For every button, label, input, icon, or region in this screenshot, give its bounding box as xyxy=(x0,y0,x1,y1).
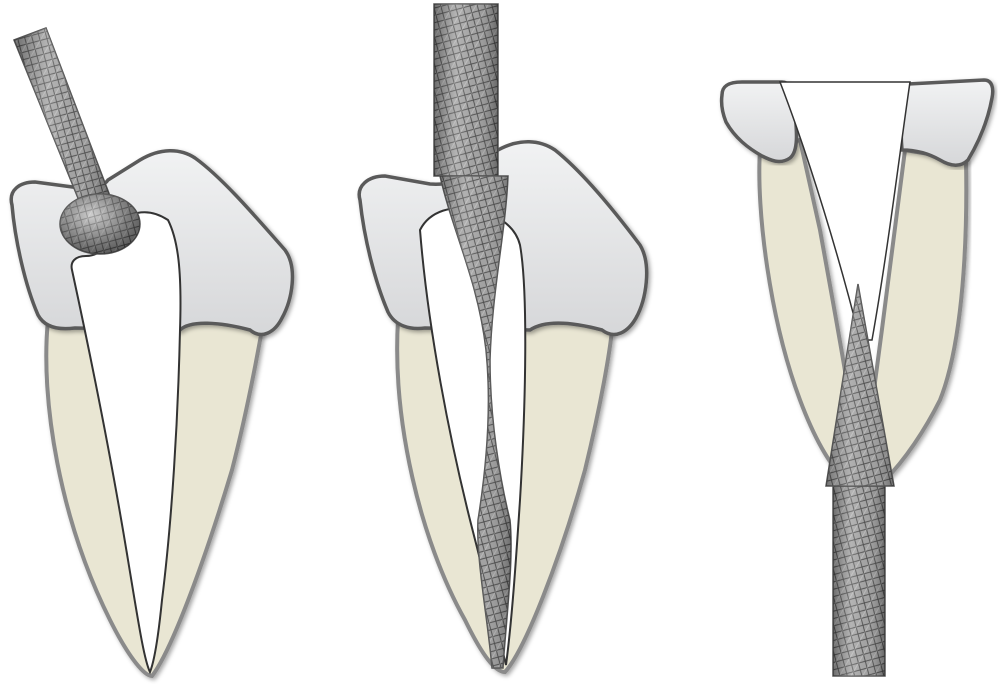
panel-1 xyxy=(11,28,292,676)
panel-2 xyxy=(359,4,646,672)
panel-3 xyxy=(722,80,993,676)
crown-right-piece xyxy=(901,80,992,165)
